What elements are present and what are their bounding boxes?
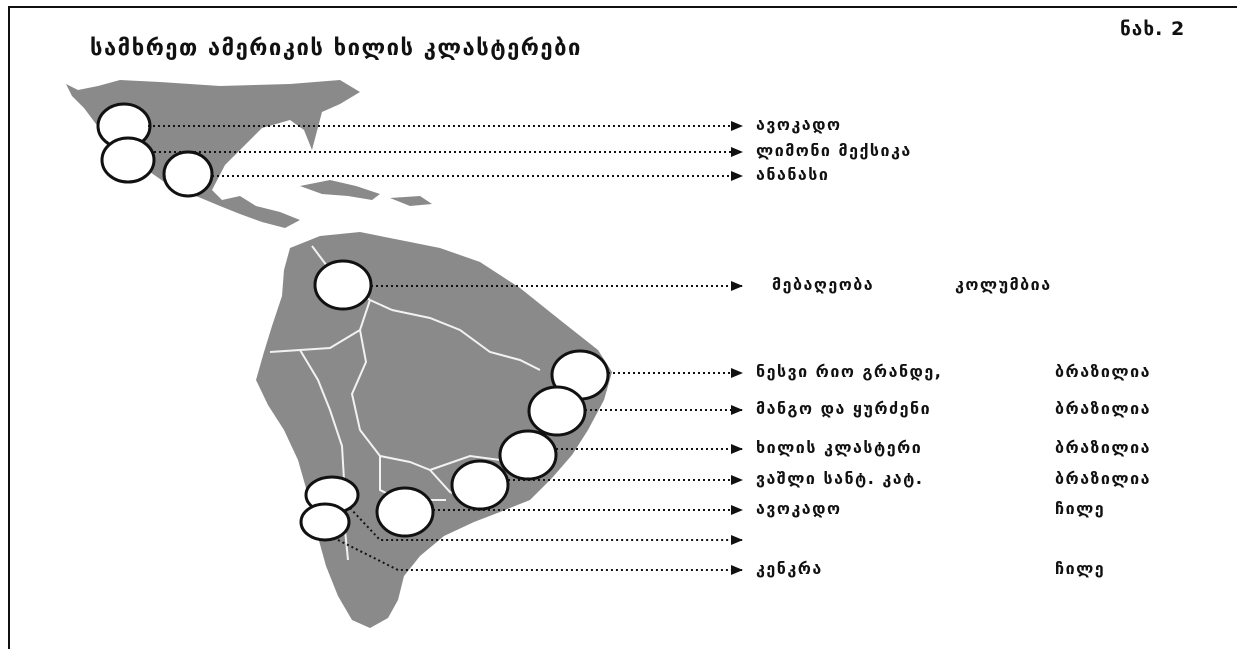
- cluster-product-label: ავოკადო: [756, 115, 842, 134]
- cluster-circle-9: [375, 486, 435, 538]
- figure-frame: [8, 6, 1237, 649]
- cluster-circle-11: [299, 502, 351, 542]
- cluster-country-label: ბრაზილია: [1055, 399, 1151, 418]
- cluster-product-label: ნესვი რიო გრანდე,: [756, 362, 943, 381]
- figure-label: ნახ. 2: [1120, 18, 1186, 40]
- cluster-country-label: ბრაზილია: [1055, 362, 1151, 381]
- cluster-product-label: ვაშლი სანტ. კატ.: [756, 469, 924, 488]
- cluster-country-label: ბრაზილია: [1055, 469, 1151, 488]
- cluster-circle-2: [100, 136, 156, 184]
- cluster-circle-8: [450, 459, 510, 511]
- cluster-circle-6: [527, 385, 587, 437]
- cluster-circle-3: [162, 150, 214, 198]
- cluster-circles: [96, 102, 610, 542]
- cluster-product-label: ანანასი: [756, 165, 830, 184]
- cluster-country-label: ჩილე: [1055, 559, 1106, 578]
- cluster-product-label: ლიმონი მექსიკა: [756, 141, 912, 160]
- diagram-title: სამხრეთ ამერიკის ხილის კლასტერები: [90, 36, 582, 61]
- cluster-country-label: კოლუმბია: [955, 275, 1052, 294]
- cluster-arrow-10: [349, 507, 743, 545]
- cluster-product-label: კენკრა: [756, 559, 823, 578]
- cluster-country-label: ჩილე: [1055, 499, 1106, 518]
- cluster-circle-4: [313, 259, 373, 311]
- cluster-product-label: ხილის კლასტერი: [756, 438, 923, 457]
- cluster-circle-7: [498, 429, 558, 481]
- cluster-arrows: [148, 121, 743, 575]
- cluster-country-label: ბრაზილია: [1055, 438, 1151, 457]
- cluster-arrow-11: [337, 539, 743, 575]
- cluster-product-label: მანგო და ყურძენი: [756, 399, 932, 418]
- cluster-product-label: ავოკადო: [756, 499, 842, 518]
- cluster-product-label: მებაღეობა: [772, 275, 875, 294]
